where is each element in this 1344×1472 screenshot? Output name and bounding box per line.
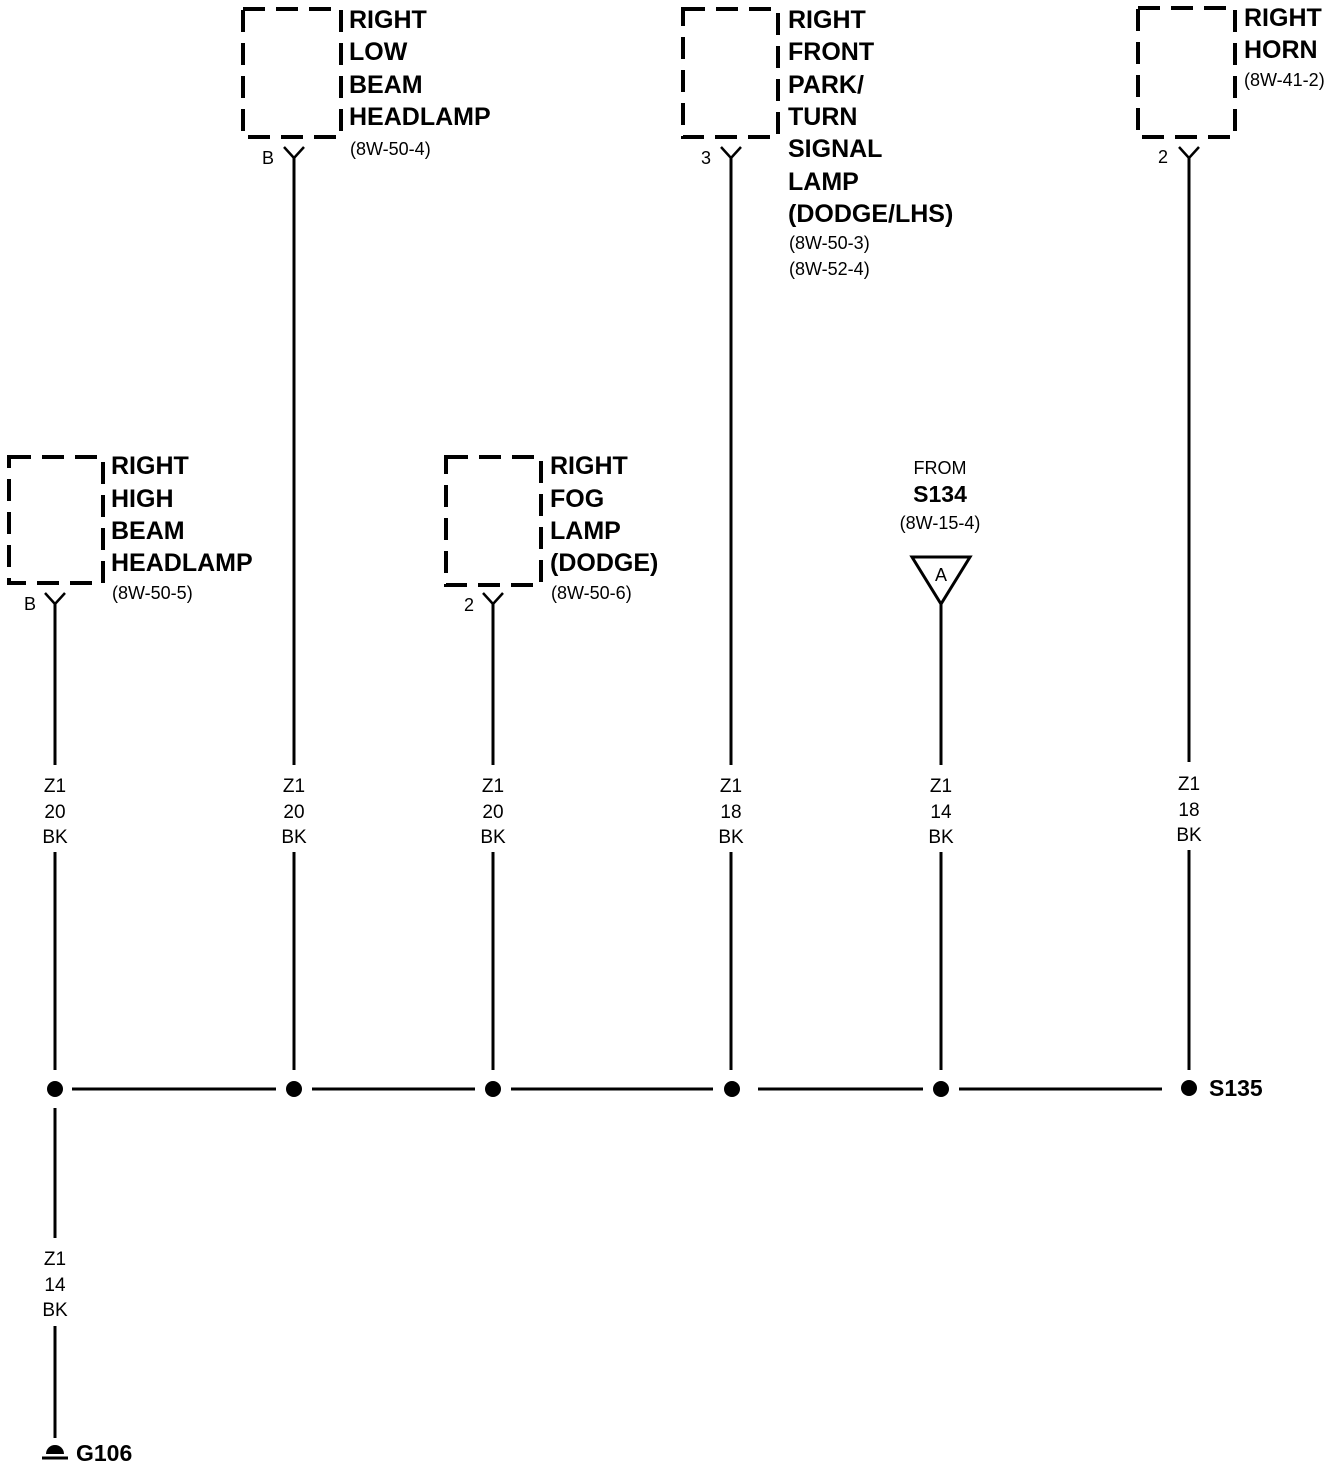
- svg-text:(8W-52-4): (8W-52-4): [789, 259, 870, 279]
- svg-text:(8W-41-2): (8W-41-2): [1244, 70, 1325, 90]
- svg-text:S134: S134: [913, 481, 967, 507]
- wire-label-high-beam: Z1 20 BK: [42, 776, 68, 848]
- label-right-low-beam-headlamp: RIGHT LOW BEAM HEADLAMP (8W-50-4): [349, 6, 491, 159]
- svg-text:Z1: Z1: [720, 776, 742, 797]
- svg-text:BK: BK: [1176, 825, 1202, 846]
- svg-text:LOW: LOW: [349, 38, 408, 66]
- svg-text:18: 18: [720, 802, 741, 823]
- svg-text:PARK/: PARK/: [788, 71, 864, 99]
- svg-text:18: 18: [1178, 800, 1199, 821]
- svg-text:BK: BK: [480, 827, 506, 848]
- svg-text:SIGNAL: SIGNAL: [788, 135, 882, 163]
- pin-high-beam: [44, 592, 66, 606]
- svg-text:LAMP: LAMP: [550, 517, 621, 545]
- svg-text:LAMP: LAMP: [788, 168, 859, 196]
- svg-text:HEADLAMP: HEADLAMP: [349, 103, 491, 131]
- ground-g106-label: G106: [76, 1440, 132, 1466]
- svg-text:BEAM: BEAM: [349, 71, 423, 99]
- svg-text:(DODGE/LHS): (DODGE/LHS): [788, 200, 953, 228]
- svg-text:14: 14: [44, 1275, 66, 1296]
- svg-text:(8W-15-4): (8W-15-4): [900, 513, 981, 533]
- svg-text:20: 20: [44, 802, 65, 823]
- cavity-low-beam: B: [262, 148, 274, 168]
- svg-text:14: 14: [930, 802, 952, 823]
- svg-text:Z1: Z1: [283, 776, 305, 797]
- svg-text:BK: BK: [42, 1300, 68, 1321]
- svg-text:A: A: [935, 565, 947, 585]
- label-right-front-park-turn-signal-lamp: RIGHT FRONT PARK/ TURN SIGNAL LAMP (DODG…: [788, 6, 953, 279]
- svg-text:Z1: Z1: [44, 776, 66, 797]
- svg-text:20: 20: [283, 802, 304, 823]
- pin-fog: [482, 592, 504, 606]
- svg-text:BK: BK: [928, 827, 954, 848]
- pin-horn: [1178, 146, 1200, 160]
- svg-text:(DODGE): (DODGE): [550, 549, 658, 577]
- svg-text:RIGHT: RIGHT: [349, 6, 427, 34]
- svg-text:(8W-50-4): (8W-50-4): [350, 139, 431, 159]
- svg-text:RIGHT: RIGHT: [111, 452, 189, 480]
- right-fog-lamp-box: [444, 455, 543, 587]
- label-from-s134: FROM S134 (8W-15-4) A: [900, 458, 981, 585]
- splice-dot: [724, 1081, 740, 1097]
- svg-text:HIGH: HIGH: [111, 485, 174, 513]
- cavity-horn: 2: [1158, 147, 1168, 167]
- svg-text:(8W-50-6): (8W-50-6): [551, 583, 632, 603]
- svg-text:FROM: FROM: [914, 458, 967, 478]
- splice-dot: [47, 1081, 63, 1097]
- wire-label-ground: Z1 14 BK: [42, 1249, 68, 1321]
- svg-text:FOG: FOG: [550, 485, 604, 513]
- splice-s135-label: S135: [1209, 1075, 1263, 1101]
- splice-dot: [933, 1081, 949, 1097]
- svg-text:FRONT: FRONT: [788, 38, 874, 66]
- svg-text:RIGHT: RIGHT: [1244, 4, 1322, 32]
- pin-park-turn: [720, 146, 742, 160]
- cavity-park-turn: 3: [701, 148, 711, 168]
- right-front-park-turn-lamp-box: [681, 7, 780, 139]
- wire-label-park-turn: Z1 18 BK: [718, 776, 744, 848]
- svg-text:BK: BK: [718, 827, 744, 848]
- splice-s135-dot: [1181, 1080, 1197, 1096]
- splice-dot: [485, 1081, 501, 1097]
- svg-text:Z1: Z1: [44, 1249, 66, 1270]
- right-high-beam-headlamp-box: [7, 455, 105, 585]
- label-right-high-beam-headlamp: RIGHT HIGH BEAM HEADLAMP (8W-50-5): [111, 452, 253, 603]
- svg-text:BK: BK: [42, 827, 68, 848]
- cavity-high-beam: B: [24, 594, 36, 614]
- from-connector-triangle: [909, 555, 973, 607]
- svg-text:(8W-50-3): (8W-50-3): [789, 233, 870, 253]
- svg-text:RIGHT: RIGHT: [788, 6, 866, 34]
- ground-symbol: [46, 1445, 64, 1454]
- svg-text:HEADLAMP: HEADLAMP: [111, 549, 253, 577]
- right-horn-box: [1136, 6, 1237, 139]
- svg-text:BEAM: BEAM: [111, 517, 185, 545]
- svg-text:Z1: Z1: [1178, 774, 1200, 795]
- right-low-beam-headlamp-box: [241, 7, 343, 139]
- label-right-fog-lamp: RIGHT FOG LAMP (DODGE) (8W-50-6): [550, 452, 658, 603]
- svg-text:RIGHT: RIGHT: [550, 452, 628, 480]
- label-right-horn: RIGHT HORN (8W-41-2): [1244, 4, 1325, 90]
- svg-text:HORN: HORN: [1244, 36, 1318, 64]
- pin-low-beam: [283, 146, 305, 160]
- wire-label-low-beam: Z1 20 BK: [281, 776, 307, 848]
- svg-text:BK: BK: [281, 827, 307, 848]
- svg-text:Z1: Z1: [482, 776, 504, 797]
- wire-label-fog: Z1 20 BK: [480, 776, 506, 848]
- svg-text:(8W-50-5): (8W-50-5): [112, 583, 193, 603]
- splice-dot: [286, 1081, 302, 1097]
- wire-label-horn: Z1 18 BK: [1176, 774, 1202, 846]
- svg-text:TURN: TURN: [788, 103, 857, 131]
- wire-label-s134: Z1 14 BK: [928, 776, 954, 848]
- cavity-fog: 2: [464, 595, 474, 615]
- svg-text:Z1: Z1: [930, 776, 952, 797]
- svg-text:20: 20: [482, 802, 503, 823]
